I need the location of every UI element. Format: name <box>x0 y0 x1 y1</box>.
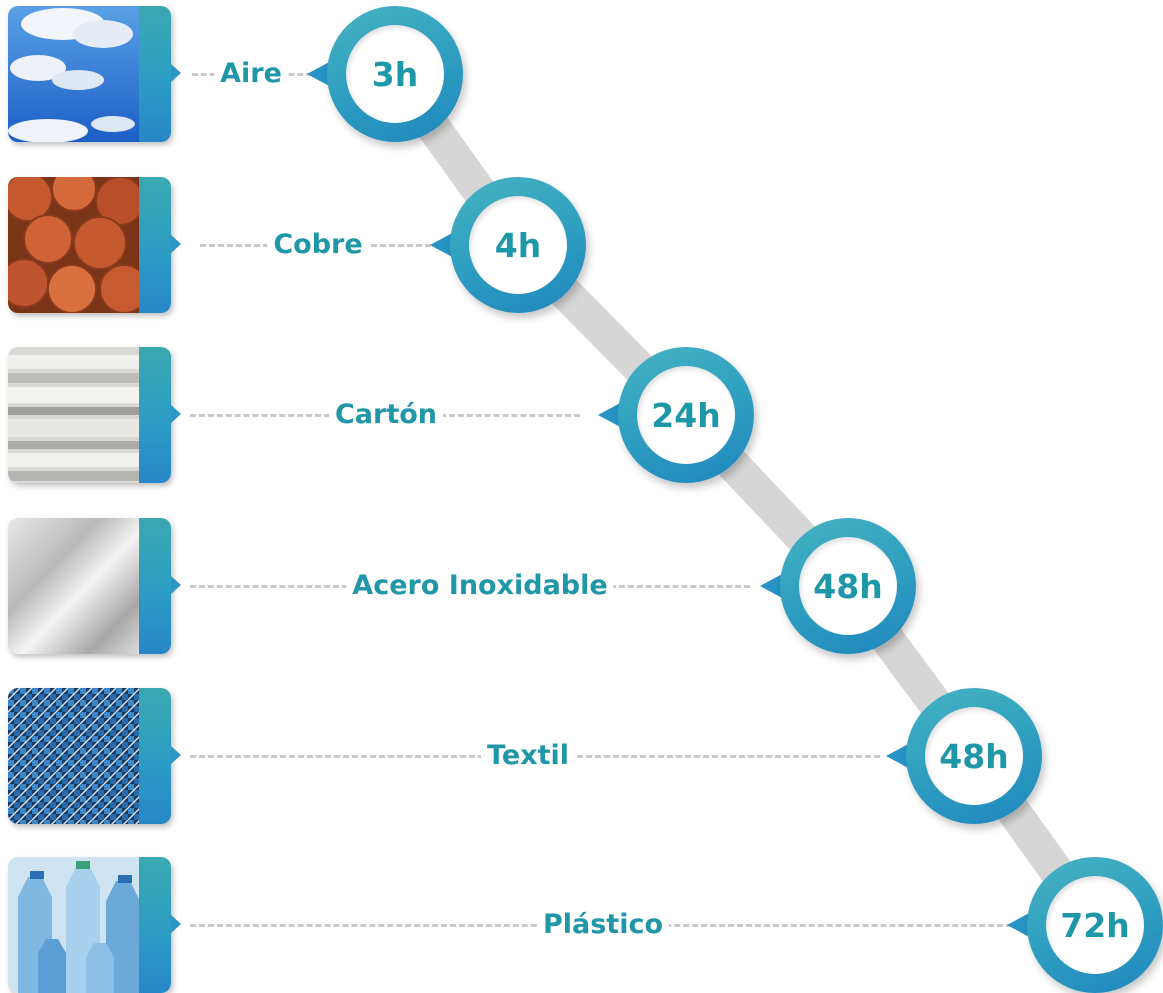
thumbnail-color-strip <box>139 6 171 142</box>
brushed-steel-image <box>8 518 140 654</box>
material-label: Aire <box>214 56 288 92</box>
time-badge: 4h <box>430 177 586 313</box>
newspapers-image <box>8 347 140 483</box>
row-plastico: Plástico 72h <box>0 857 1163 993</box>
material-thumbnail <box>8 518 171 654</box>
thumbnail-pointer <box>171 235 181 253</box>
time-badge: 48h <box>760 518 916 654</box>
material-label: Plástico <box>536 907 670 943</box>
thumbnail-color-strip <box>139 857 171 993</box>
material-label: Acero Inoxidable <box>346 568 614 604</box>
time-badge: 72h <box>1007 857 1163 993</box>
badge-ring: 4h <box>450 177 586 313</box>
time-value: 72h <box>1046 876 1144 974</box>
material-label: Cartón <box>328 397 444 433</box>
material-label: Textil <box>481 738 575 774</box>
thumbnail-color-strip <box>139 518 171 654</box>
thumbnail-color-strip <box>139 688 171 824</box>
material-thumbnail <box>8 347 171 483</box>
thumbnail-pointer <box>171 576 181 594</box>
material-thumbnail <box>8 857 171 993</box>
row-cobre: Cobre 4h <box>0 177 1163 313</box>
badge-ring: 48h <box>906 688 1042 824</box>
row-aire: Aire 3h <box>0 6 1163 142</box>
plastic-bottles-image <box>8 857 140 993</box>
time-badge: 3h <box>307 6 463 142</box>
woven-fabric-image <box>8 688 140 824</box>
thumbnail-pointer <box>171 915 181 933</box>
badge-ring: 3h <box>327 6 463 142</box>
thumbnail-color-strip <box>139 347 171 483</box>
time-value: 24h <box>637 366 735 464</box>
time-badge: 24h <box>598 347 754 483</box>
material-label: Cobre <box>267 227 369 263</box>
material-thumbnail <box>8 177 171 313</box>
time-value: 3h <box>346 25 444 123</box>
thumbnail-pointer <box>171 746 181 764</box>
badge-ring: 24h <box>618 347 754 483</box>
thumbnail-pointer <box>171 405 181 423</box>
row-textil: Textil 48h <box>0 688 1163 824</box>
copper-coins-image <box>8 177 140 313</box>
row-carton: Cartón 24h <box>0 347 1163 483</box>
row-acero-inoxidable: Acero Inoxidable 48h <box>0 518 1163 654</box>
material-thumbnail <box>8 6 171 142</box>
time-value: 48h <box>799 537 897 635</box>
material-thumbnail <box>8 688 171 824</box>
sky-clouds-image <box>8 6 140 142</box>
badge-ring: 72h <box>1027 857 1163 993</box>
time-value: 48h <box>925 707 1023 805</box>
badge-ring: 48h <box>780 518 916 654</box>
thumbnail-color-strip <box>139 177 171 313</box>
time-value: 4h <box>469 196 567 294</box>
thumbnail-pointer <box>171 64 181 82</box>
time-badge: 48h <box>886 688 1042 824</box>
